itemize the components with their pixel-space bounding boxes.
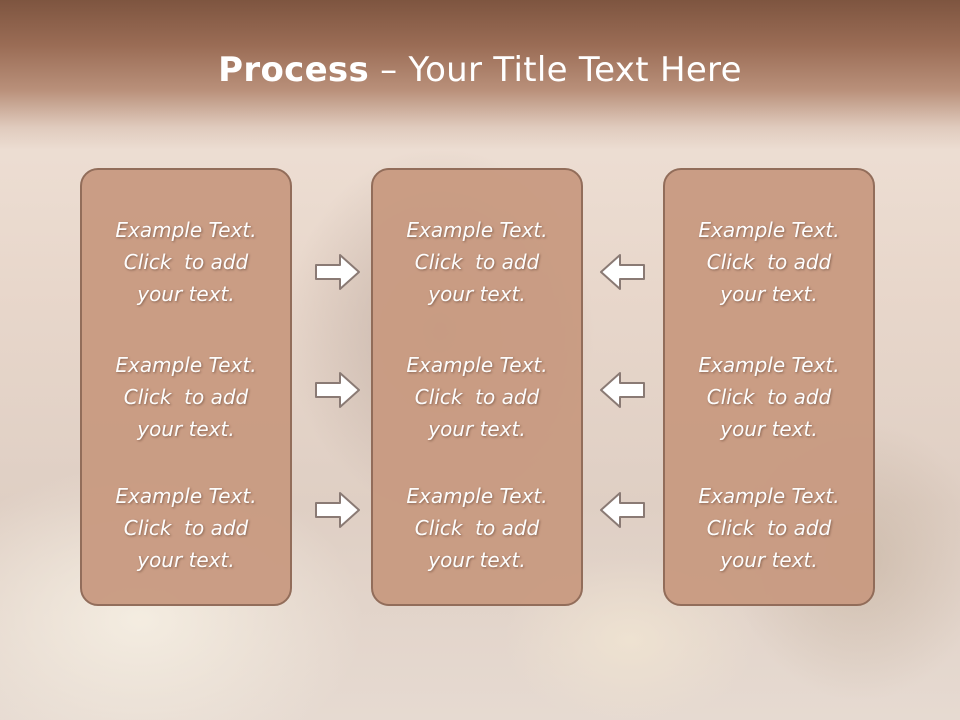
text-line: Click to add — [414, 250, 540, 274]
left-text-box[interactable]: Example Text. Click to add your text. Ex… — [80, 168, 292, 606]
text-line: Click to add — [706, 250, 832, 274]
right-text-box[interactable]: Example Text. Click to add your text. Ex… — [663, 168, 875, 606]
text-line: your text. — [720, 417, 818, 441]
text-line: Example Text. — [698, 353, 840, 377]
text-block[interactable]: Example Text. Click to add your text. — [665, 480, 873, 576]
text-line: Example Text. — [698, 218, 840, 242]
title-bold: Process — [218, 50, 370, 90]
text-line: your text. — [428, 548, 526, 572]
text-line: Example Text. — [406, 218, 548, 242]
text-line: your text. — [137, 282, 235, 306]
text-line: Example Text. — [698, 484, 840, 508]
text-line: Click to add — [123, 250, 249, 274]
text-block[interactable]: Example Text. Click to add your text. — [373, 480, 581, 576]
text-block[interactable]: Example Text. Click to add your text. — [373, 349, 581, 445]
text-block[interactable]: Example Text. Click to add your text. — [665, 214, 873, 310]
arrow-left-icon — [598, 252, 646, 292]
title-rest: – Your Title Text Here — [369, 50, 742, 90]
text-line: your text. — [720, 548, 818, 572]
arrow-right-icon — [314, 490, 362, 530]
text-block[interactable]: Example Text. Click to add your text. — [82, 480, 290, 576]
arrow-right-icon — [314, 252, 362, 292]
text-line: your text. — [428, 282, 526, 306]
text-line: your text. — [428, 417, 526, 441]
text-line: your text. — [137, 417, 235, 441]
text-line: Click to add — [123, 385, 249, 409]
text-line: Example Text. — [115, 353, 257, 377]
middle-text-box[interactable]: Example Text. Click to add your text. Ex… — [371, 168, 583, 606]
arrow-left-icon — [598, 490, 646, 530]
text-line: Example Text. — [115, 484, 257, 508]
text-line: Example Text. — [115, 218, 257, 242]
slide-title[interactable]: Process – Your Title Text Here — [0, 50, 960, 90]
text-line: Example Text. — [406, 353, 548, 377]
title-band — [0, 0, 960, 150]
text-line: Click to add — [706, 516, 832, 540]
arrow-right-icon — [314, 370, 362, 410]
text-line: your text. — [720, 282, 818, 306]
text-line: Click to add — [414, 385, 540, 409]
text-block[interactable]: Example Text. Click to add your text. — [82, 214, 290, 310]
arrow-left-icon — [598, 370, 646, 410]
text-block[interactable]: Example Text. Click to add your text. — [82, 349, 290, 445]
text-block[interactable]: Example Text. Click to add your text. — [665, 349, 873, 445]
text-line: Click to add — [706, 385, 832, 409]
text-block[interactable]: Example Text. Click to add your text. — [373, 214, 581, 310]
text-line: Click to add — [123, 516, 249, 540]
text-line: Example Text. — [406, 484, 548, 508]
text-line: your text. — [137, 548, 235, 572]
text-line: Click to add — [414, 516, 540, 540]
